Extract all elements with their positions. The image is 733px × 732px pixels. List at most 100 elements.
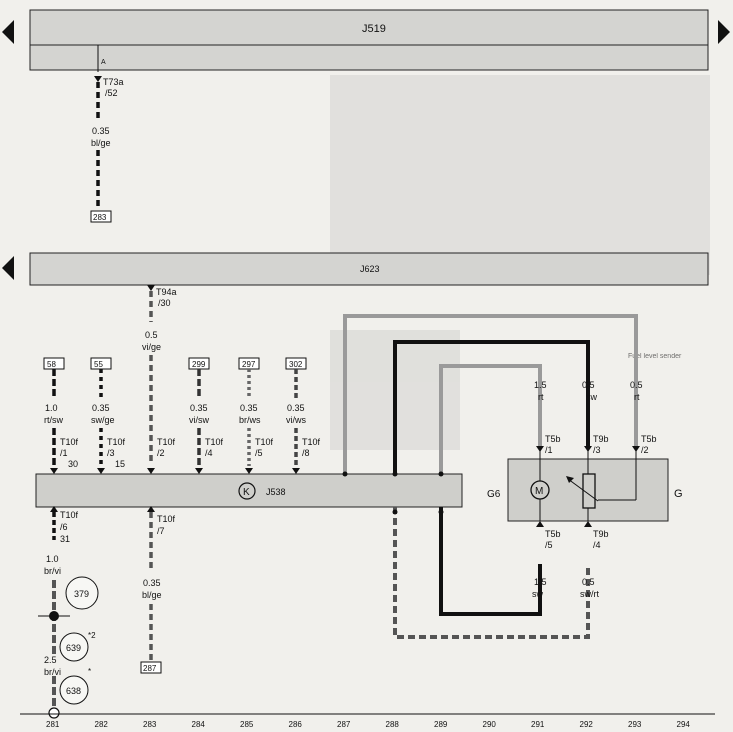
ref-text-55: 55 (94, 360, 103, 369)
ground-size: 2.5 (44, 655, 57, 665)
wire-color: br/ws (239, 415, 261, 425)
pump-wire-connector: T9b (593, 529, 609, 539)
pin-arrow-icon (584, 446, 592, 452)
pin-arrow-icon (195, 468, 203, 474)
svg-text:638: 638 (66, 686, 81, 696)
j623-unit: J623 (29, 252, 709, 286)
pump-wire-connector: T5b (545, 529, 561, 539)
t10f-6-pin: /6 (60, 522, 68, 532)
pin-arrow-icon (584, 521, 592, 527)
ground-color: br/vi (44, 667, 61, 677)
scroll-left-arrow-icon-2[interactable] (2, 256, 14, 280)
pin-arrow-icon (50, 468, 58, 474)
column-number: 286 (289, 720, 303, 729)
wire-pin: /1 (60, 448, 68, 458)
scroll-right-arrow-icon[interactable] (718, 20, 730, 44)
j519-label: J519 (362, 23, 386, 35)
pump-wire-connector: T9b (593, 434, 609, 444)
ground-note: *2 (88, 631, 96, 640)
t73a-ref: 283 (93, 213, 107, 222)
column-number: 289 (434, 720, 448, 729)
column-number: 288 (386, 720, 400, 729)
wire-t10f-6 (38, 506, 70, 719)
pump-wire-pin: /2 (641, 445, 649, 455)
j538-unit: K J538 (35, 473, 463, 508)
faded-caption: Fuel level sender (628, 353, 682, 360)
pin-arrow-icon (536, 521, 544, 527)
ref-text-302: 302 (289, 360, 303, 369)
t73a-marker: A (101, 59, 106, 66)
pump-wire-color: rt (634, 392, 640, 402)
column-number: 291 (531, 720, 545, 729)
column-number: 281 (46, 720, 60, 729)
j519-unit: J519 (29, 9, 709, 71)
t94a-size: 0.5 (145, 330, 158, 340)
g6-label: G6 (487, 489, 501, 500)
j538-symbol: K (243, 487, 250, 498)
wire-pin: /5 (255, 448, 263, 458)
column-number: 292 (580, 720, 594, 729)
scroll-left-arrow-icon[interactable] (2, 20, 14, 44)
column-number: 283 (143, 720, 157, 729)
pump-wire-size: 0.5 (582, 380, 595, 390)
t73a-color: bl/ge (91, 138, 111, 148)
pump-wire-pin: /1 (545, 445, 553, 455)
motor-symbol: M (535, 486, 543, 497)
column-number: 294 (677, 720, 691, 729)
wire-size: 0.35 (190, 403, 208, 413)
wire-pin: /3 (107, 448, 115, 458)
wire-t73a (94, 45, 102, 210)
t94a-connector: T94a (156, 287, 177, 297)
wire-loop-rt-outer (343, 314, 638, 474)
wire-color: rt/sw (44, 415, 63, 425)
pump-wire-color: sw/rt (580, 589, 599, 599)
t10f-7-ref: 287 (143, 664, 157, 673)
wire-connector: T10f (107, 437, 126, 447)
pump-wire-connector: T5b (641, 434, 657, 444)
wire-color: sw/ge (91, 415, 115, 425)
pump-wire-connector: T5b (545, 434, 561, 444)
sender-resistor-icon (582, 473, 596, 509)
pump-wire-color: rt (538, 392, 544, 402)
pump-wire-size: 1.5 (534, 380, 547, 390)
column-number: 290 (483, 720, 497, 729)
wire-connector: T10f (255, 437, 274, 447)
t94a-pin: /30 (158, 298, 171, 308)
g-label: G (674, 488, 683, 500)
column-number: 287 (337, 720, 351, 729)
fuel-pump-unit: M (507, 450, 669, 522)
ground-ref-379: 379 (65, 576, 99, 610)
pump-wire-color: sw (532, 589, 544, 599)
wire-loop-sw (393, 340, 590, 474)
column-number: 284 (192, 720, 206, 729)
svg-text:639: 639 (66, 643, 81, 653)
ground-point-icon (48, 707, 60, 719)
ground-star: * (88, 667, 91, 676)
pump-wire-size: 1.5 (534, 577, 547, 587)
pin-arrow-icon (245, 468, 253, 474)
t10f-6-color: br/vi (44, 566, 61, 576)
j623-label: J623 (360, 264, 380, 274)
wire-pin: /2 (157, 448, 165, 458)
t10f-7-color: bl/ge (142, 590, 162, 600)
j538-top-wires: 1.0rt/swT10f/1300.35sw/geT10f/315T10f/20… (44, 369, 321, 474)
t10f-6-size: 1.0 (46, 554, 59, 564)
pin-arrow-icon (292, 468, 300, 474)
ref-text-58: 58 (47, 360, 56, 369)
t73a-pin: /52 (105, 88, 118, 98)
wire-size: 0.35 (92, 403, 110, 413)
wire-size: 1.0 (45, 403, 58, 413)
wire-loop-rt-inner (439, 364, 542, 474)
pump-wire-color: sw (586, 392, 598, 402)
ground-ref-639: 639 (59, 632, 89, 662)
svg-text:379: 379 (74, 589, 89, 599)
wire-connector: T10f (302, 437, 321, 447)
pump-wire-size: 0.5 (582, 577, 595, 587)
wire-t10f-7 (147, 506, 155, 660)
j538-label: J538 (266, 487, 286, 497)
t10f-7-size: 0.35 (143, 578, 161, 588)
wire-size: 0.35 (287, 403, 305, 413)
